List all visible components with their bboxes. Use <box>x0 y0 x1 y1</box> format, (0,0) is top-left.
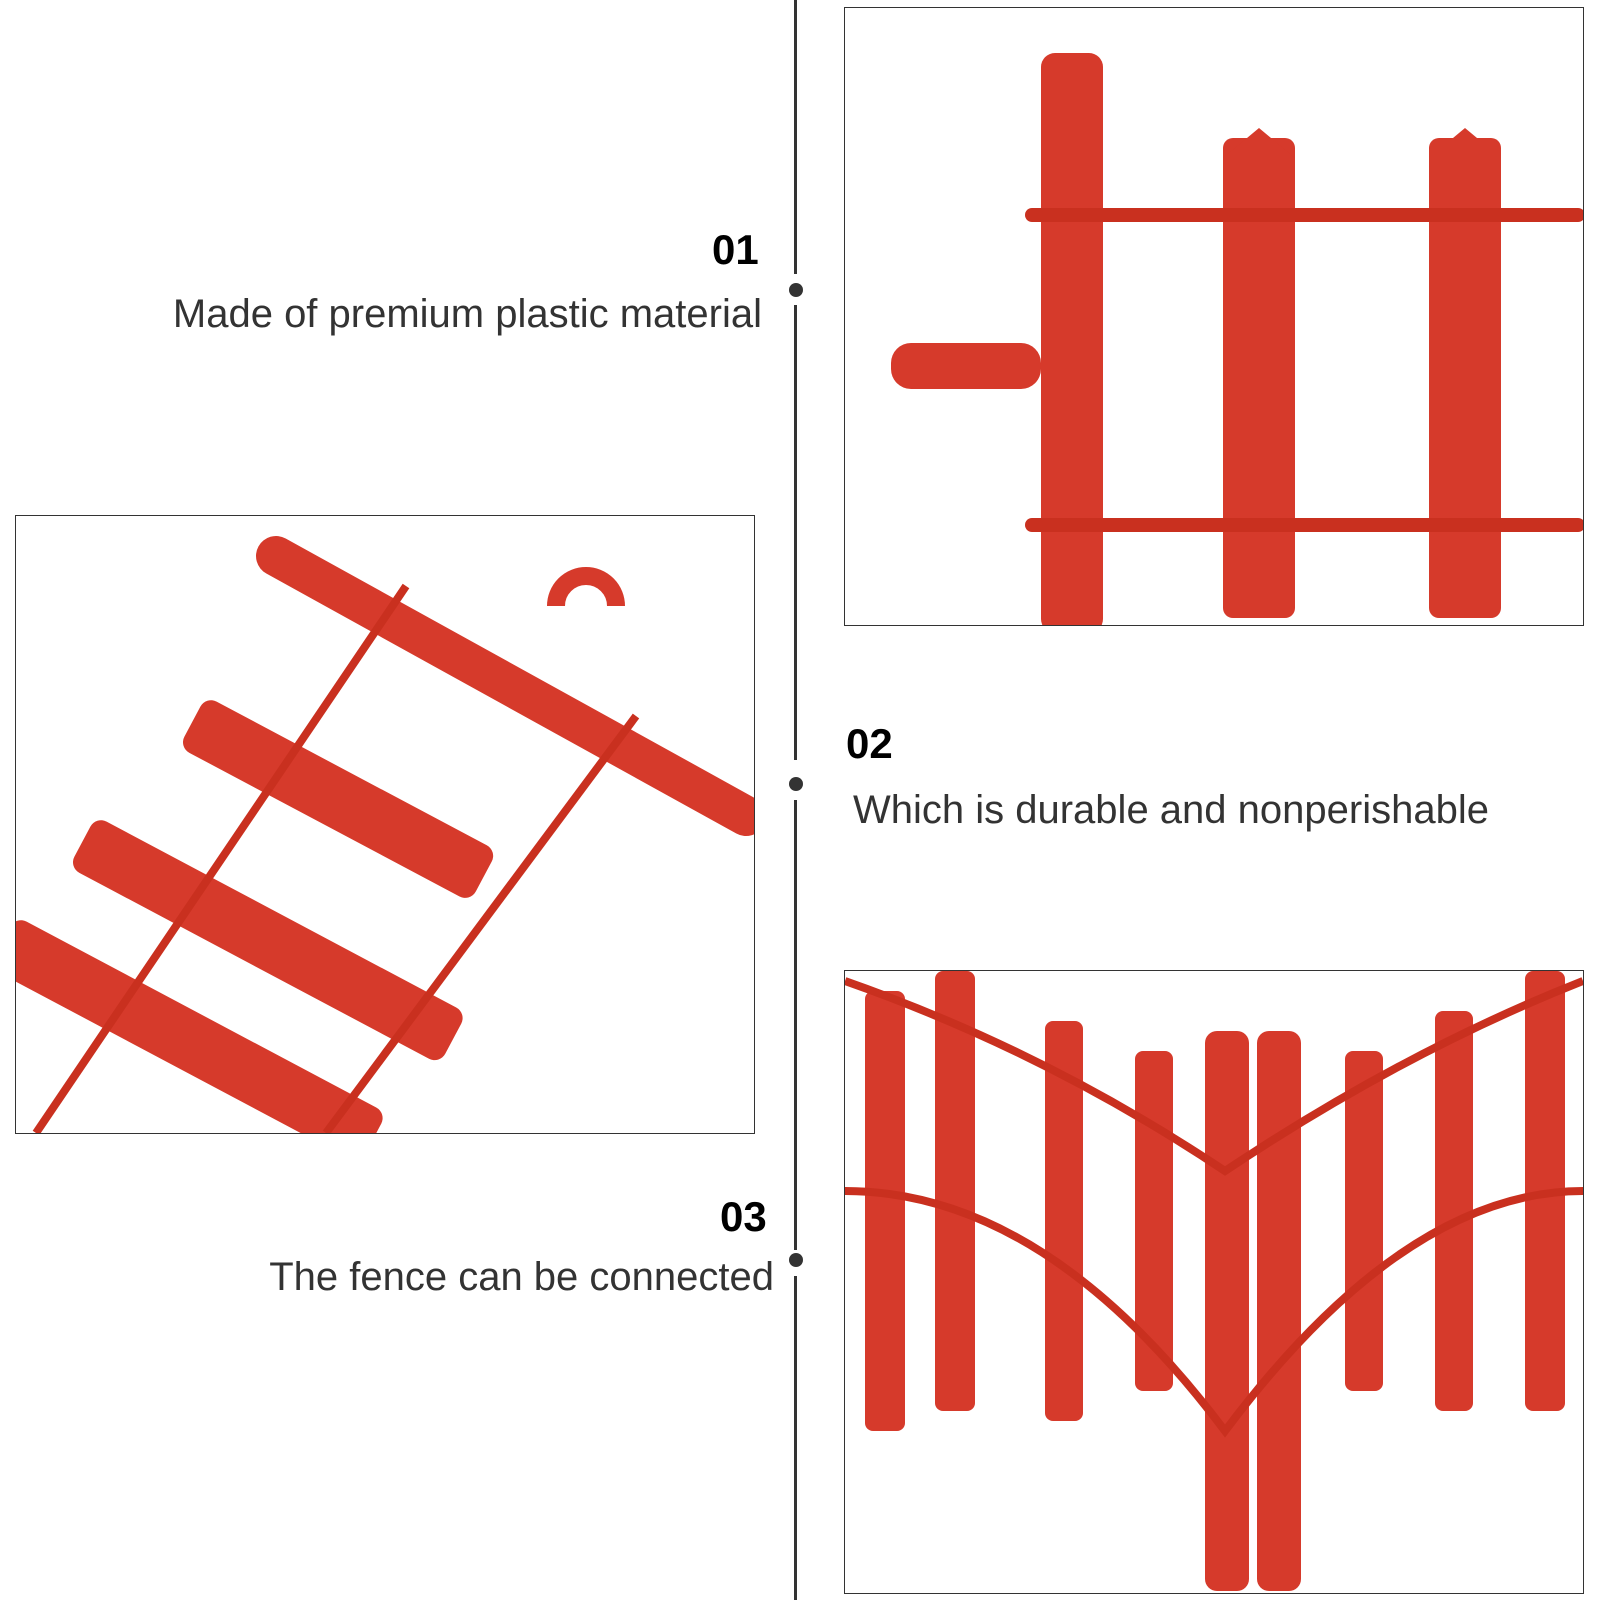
timeline-line <box>794 1276 797 1600</box>
fence-illustration <box>16 536 754 1133</box>
feature-caption-1: Made of premium plastic material <box>172 292 762 336</box>
timeline-line <box>794 800 797 1250</box>
product-image-fence-connected <box>844 970 1584 1594</box>
timeline-line <box>794 0 797 274</box>
fence-illustration <box>891 53 1583 625</box>
feature-number-1: 01 <box>712 226 759 273</box>
timeline-dot-3 <box>789 1253 803 1267</box>
timeline-line <box>794 305 797 760</box>
product-image-fence-post <box>844 7 1584 626</box>
timeline-dot-1 <box>789 283 803 297</box>
fence-illustration <box>845 971 1583 1591</box>
product-image-fence-diagonal <box>15 515 755 1134</box>
feature-caption-3: The fence can be connected <box>269 1255 774 1299</box>
feature-caption-2: Which is durable and nonperishable <box>853 788 1489 832</box>
feature-number-2: 02 <box>846 720 893 767</box>
feature-number-3: 03 <box>720 1193 767 1240</box>
timeline-dot-2 <box>789 777 803 791</box>
